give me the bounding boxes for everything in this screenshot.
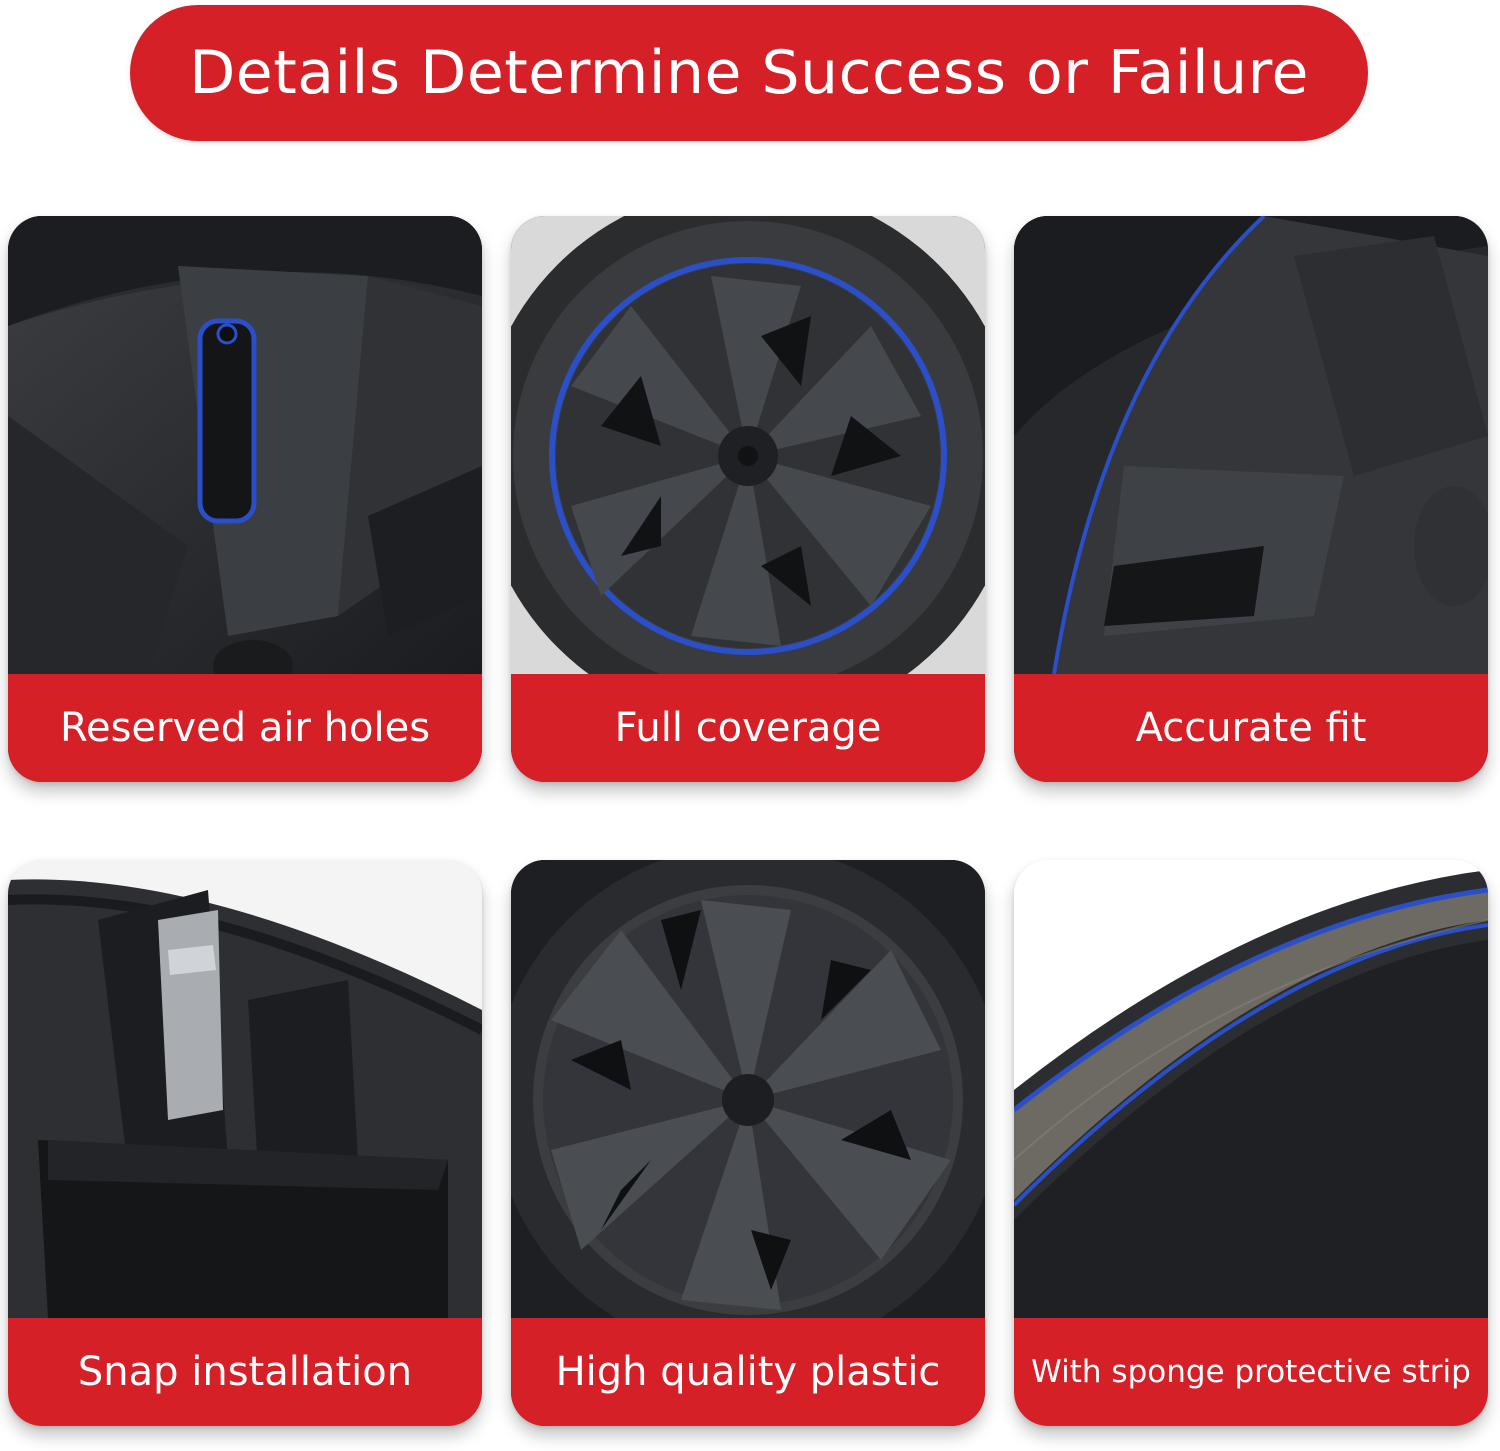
air-hole-photo-icon bbox=[8, 216, 482, 674]
feature-caption: Snap installation bbox=[77, 1349, 413, 1395]
caption-bar: Snap installation bbox=[8, 1318, 482, 1426]
feature-tile-air-holes: Reserved air holes bbox=[8, 216, 482, 782]
caption-bar: Accurate fit bbox=[1014, 674, 1488, 782]
feature-tile-snap-installation: Snap installation bbox=[8, 860, 482, 1426]
feature-tile-sponge-strip: With sponge protective strip bbox=[1014, 860, 1488, 1426]
rim-edge-photo-icon bbox=[1014, 216, 1488, 674]
page-title: Details Determine Success or Failure bbox=[189, 38, 1309, 108]
sponge-strip-photo-icon bbox=[1014, 860, 1488, 1318]
caption-bar: Reserved air holes bbox=[8, 674, 482, 782]
feature-caption: With sponge protective strip bbox=[1031, 1354, 1471, 1390]
feature-caption: High quality plastic bbox=[555, 1349, 941, 1395]
caption-bar: Full coverage bbox=[511, 674, 985, 782]
feature-caption: Full coverage bbox=[614, 705, 882, 751]
caption-bar: High quality plastic bbox=[511, 1318, 985, 1426]
feature-caption: Reserved air holes bbox=[59, 705, 431, 751]
wheel-cover-photo-icon bbox=[511, 216, 985, 674]
feature-caption: Accurate fit bbox=[1135, 705, 1367, 751]
caption-bar: With sponge protective strip bbox=[1014, 1318, 1488, 1426]
feature-tile-plastic: High quality plastic bbox=[511, 860, 985, 1426]
snap-clip-photo-icon bbox=[8, 860, 482, 1318]
feature-tile-full-coverage: Full coverage bbox=[511, 216, 985, 782]
hubcap-photo-icon bbox=[511, 860, 985, 1318]
header-banner: Details Determine Success or Failure bbox=[130, 5, 1368, 141]
feature-tile-accurate-fit: Accurate fit bbox=[1014, 216, 1488, 782]
